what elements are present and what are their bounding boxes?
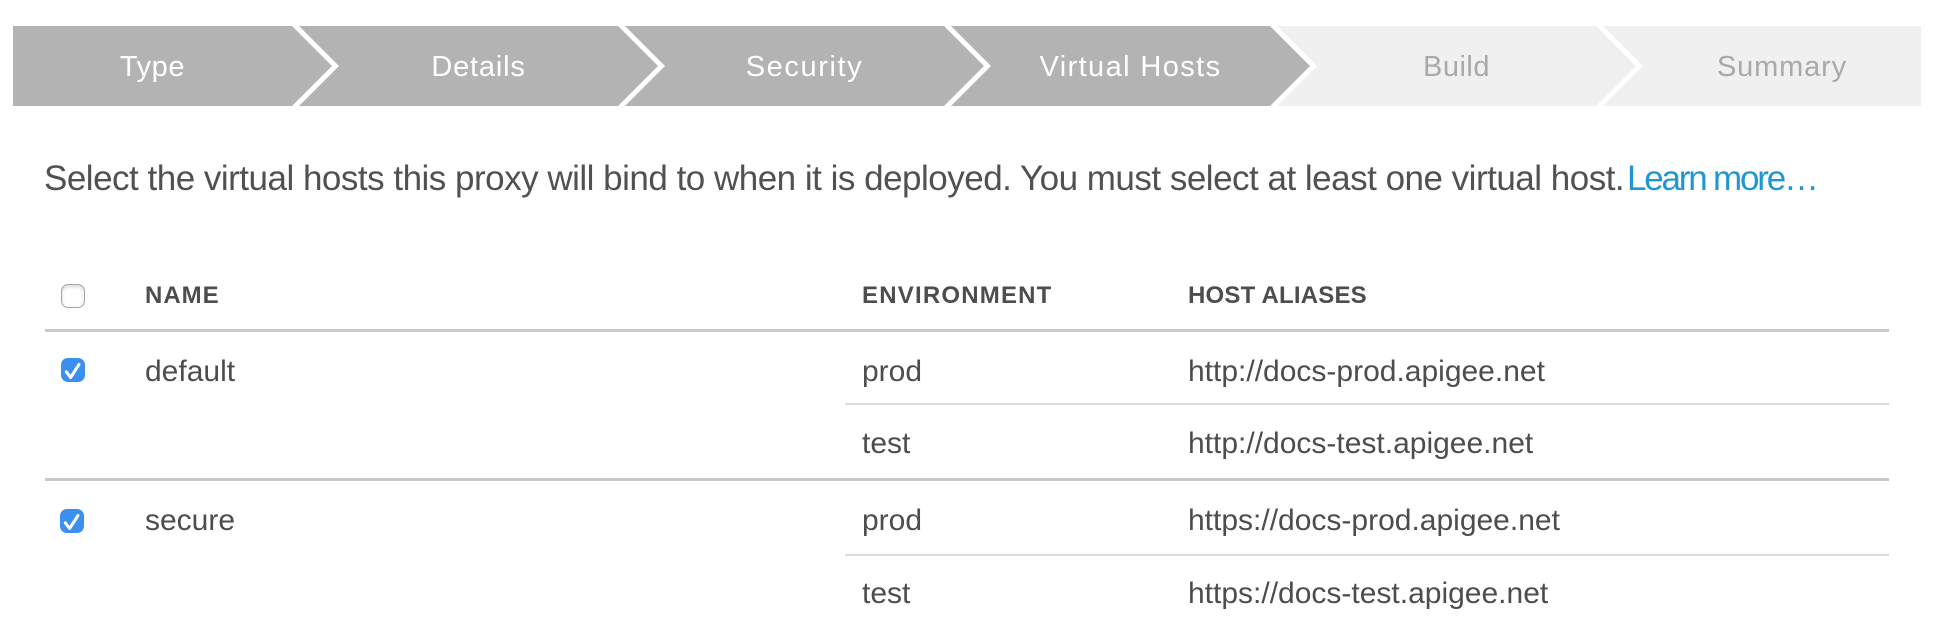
svg-text:Build: Build bbox=[1423, 51, 1490, 83]
svg-text:Details: Details bbox=[431, 51, 525, 83]
svg-text:Summary: Summary bbox=[1717, 51, 1847, 83]
svg-text:Type: Type bbox=[120, 51, 185, 83]
svg-text:Security: Security bbox=[746, 51, 864, 83]
svg-text:Virtual Hosts: Virtual Hosts bbox=[1039, 51, 1221, 83]
